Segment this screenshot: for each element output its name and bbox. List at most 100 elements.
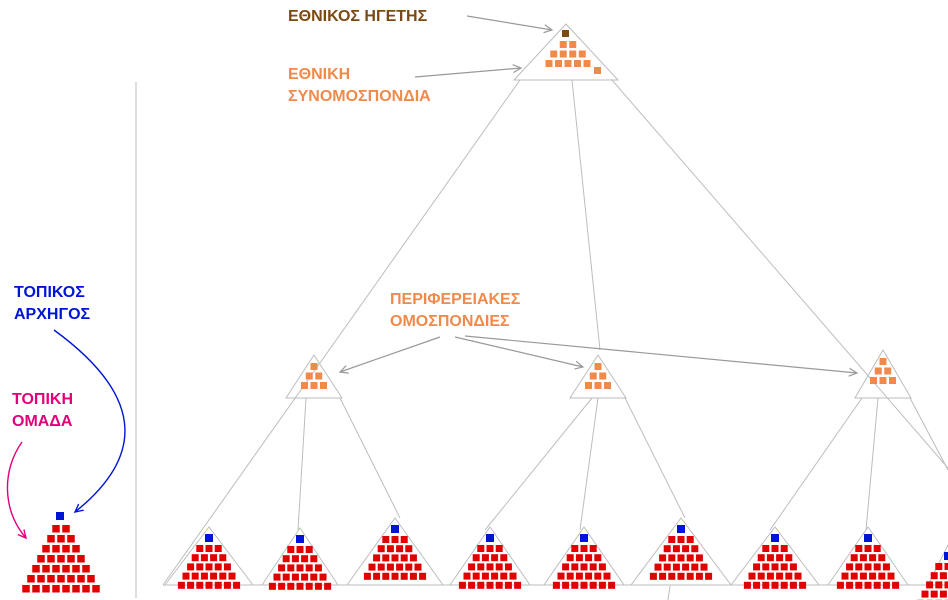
team-member-square — [686, 554, 694, 562]
team-member-square — [939, 572, 947, 580]
team-member-square — [873, 545, 881, 552]
team-member-square — [287, 564, 295, 572]
team-member-square — [785, 572, 793, 580]
team-member-square — [491, 572, 499, 580]
example-team-member — [52, 545, 60, 553]
example-team-member — [67, 575, 75, 583]
team-member-square — [859, 554, 867, 562]
team-member-square — [873, 563, 881, 571]
team-member-square — [753, 563, 761, 571]
team-member-square — [771, 581, 779, 589]
regional-federation-member — [594, 363, 602, 370]
team-member-square — [314, 582, 322, 590]
team-member-square — [864, 581, 872, 589]
team-member-square — [776, 572, 784, 580]
team-member-square — [486, 563, 494, 571]
regional-federation-member — [599, 372, 607, 380]
team-member-square — [400, 572, 408, 580]
team-member-square — [495, 581, 503, 589]
example-team-member — [62, 585, 70, 593]
team-member-square — [504, 581, 512, 589]
regional-federation-member — [874, 367, 882, 375]
example-team-member — [52, 565, 60, 573]
regional-federation-member — [879, 358, 887, 365]
team-member-square — [468, 563, 476, 571]
example-team-member — [62, 545, 70, 553]
example-team-member — [37, 575, 45, 583]
team-member-square — [301, 573, 309, 581]
national-federation-line-2: ΣΥΝΟΜΟΣΠΟΝΔΙΑ — [288, 88, 431, 105]
example-team-member — [22, 585, 30, 593]
team-member-square — [603, 572, 611, 580]
regional-federations-line-2: ΟΜΟΣΠΟΝΔΙΕΣ — [390, 313, 510, 330]
team-member-square — [219, 572, 227, 580]
team-member-square — [486, 581, 494, 589]
team-member-square — [686, 536, 694, 543]
regional-pyramid-outline — [854, 349, 912, 399]
team-member-square — [878, 572, 886, 580]
team-member-square — [878, 554, 886, 562]
team-member-square — [659, 554, 667, 562]
team-member-square — [864, 563, 872, 571]
team-member-square — [463, 572, 471, 580]
team-member-square — [743, 581, 751, 589]
team-member-square — [748, 572, 756, 580]
team-member-square — [495, 545, 503, 552]
national-federation-label: ΕΘΝΙΚΗ ΣΥΝΟΜΟΣΠΟΝΔΙΑ — [288, 64, 431, 108]
team-member-square — [663, 545, 671, 553]
team-member-square — [855, 545, 863, 552]
team-member-square — [930, 590, 938, 598]
team-member-square — [571, 563, 579, 571]
team-member-square — [695, 572, 703, 580]
team-member-square — [557, 572, 565, 580]
team-member-square — [780, 563, 788, 571]
team-member-square — [589, 545, 597, 552]
team-member-square — [495, 563, 503, 571]
team-member-square — [509, 572, 517, 580]
team-member-square — [177, 581, 185, 589]
team-member-square — [391, 554, 399, 562]
team-member-square — [205, 563, 213, 571]
team-member-square — [291, 573, 299, 581]
local-leader-arrow — [53, 329, 126, 512]
team-member-square — [700, 563, 708, 571]
pointer-arrows — [340, 15, 857, 373]
national-federation-member — [559, 41, 567, 48]
team-member-square — [291, 555, 299, 563]
team-member-square — [859, 572, 867, 580]
team-member-square — [691, 563, 699, 571]
team-member-square — [472, 572, 480, 580]
team-member-square — [396, 563, 404, 571]
team-member-square — [324, 582, 332, 590]
national-federation-member — [569, 41, 577, 48]
national-federation-member — [569, 50, 577, 58]
team-member-square — [566, 572, 574, 580]
team-member-square — [196, 563, 204, 571]
example-team-member — [67, 555, 75, 563]
team-member-square — [377, 563, 385, 571]
team-member-square — [196, 581, 204, 589]
regional-federation-member — [310, 363, 318, 370]
team-member-square — [200, 554, 208, 562]
team-member-square — [939, 590, 947, 598]
example-team-member — [42, 545, 50, 553]
team-member-square — [691, 545, 699, 553]
team-member-square — [672, 563, 680, 571]
team-member-square — [677, 572, 685, 580]
regional-federation-member — [310, 382, 318, 389]
team-member-square — [377, 545, 385, 553]
team-member-square — [776, 554, 784, 562]
team-member-square — [892, 581, 900, 589]
team-member-square — [682, 563, 690, 571]
team-member-square — [686, 572, 694, 580]
team-member-square — [314, 564, 322, 572]
team-member-square — [589, 581, 597, 589]
team-member-square — [654, 563, 662, 571]
team-member-square — [382, 572, 390, 580]
team-member-square — [757, 572, 765, 580]
regional-federation-member — [604, 382, 611, 389]
example-team-member — [52, 585, 60, 593]
team-member-square — [214, 581, 222, 589]
team-member-square — [233, 581, 241, 589]
team-member-square — [214, 545, 222, 552]
